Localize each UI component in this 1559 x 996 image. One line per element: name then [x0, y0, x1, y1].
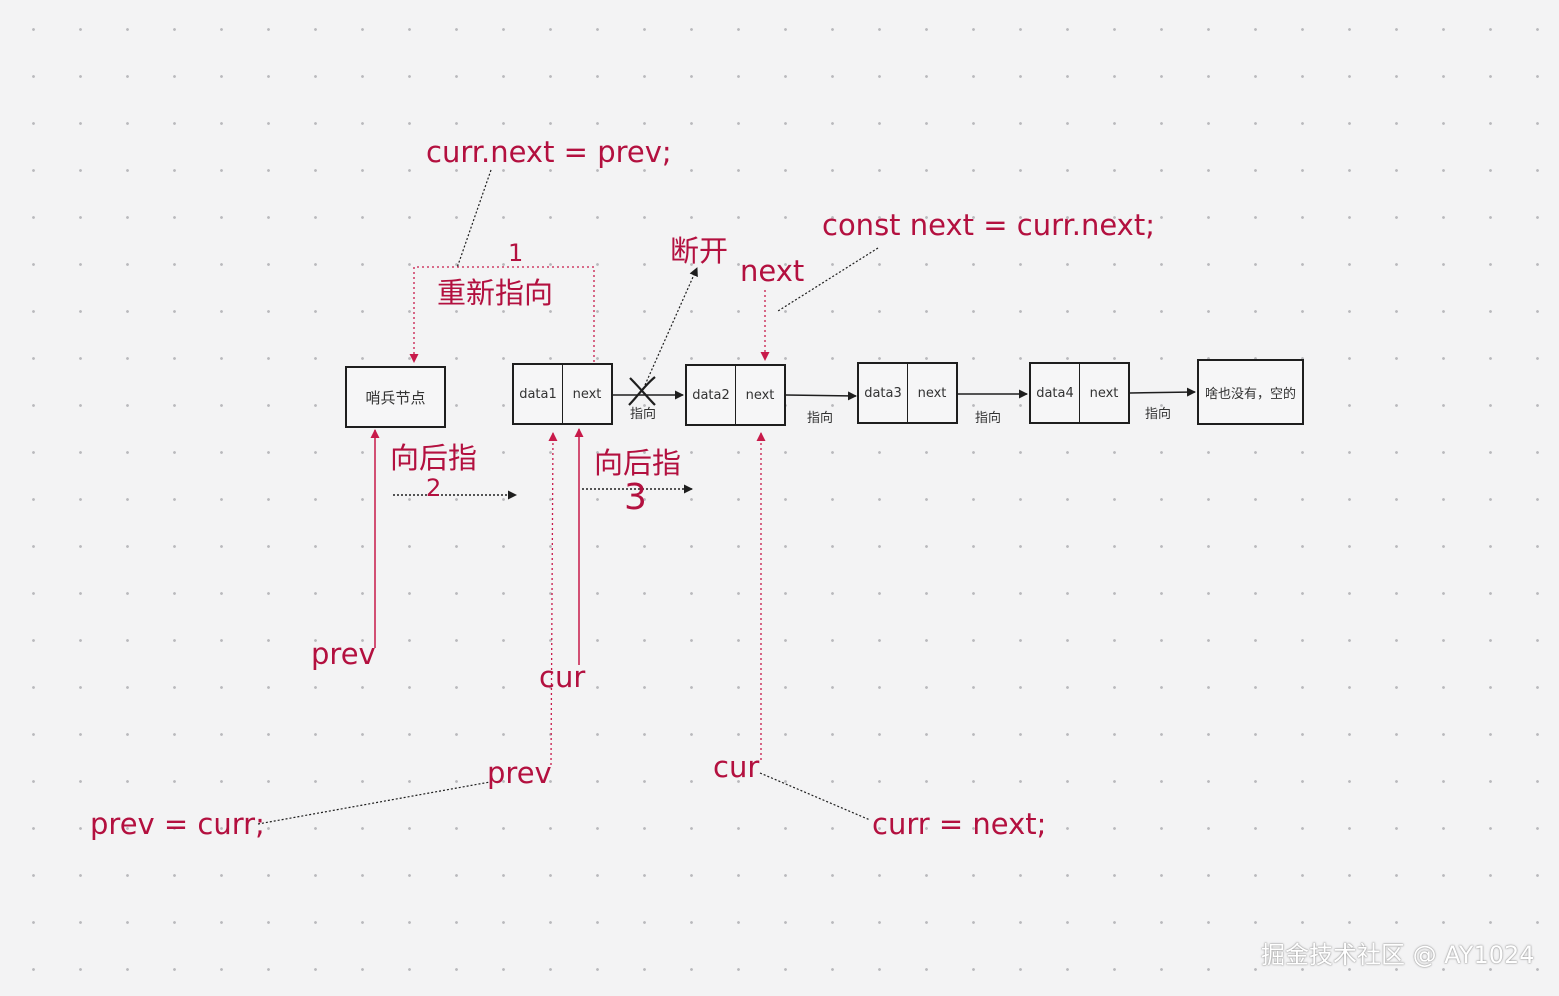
node-data2-data: data2: [692, 387, 730, 403]
watermark: 掘金技术社区 @ AY1024: [1261, 941, 1535, 969]
step2-label: 向后指: [390, 441, 478, 475]
node-data3-next: next: [907, 364, 956, 422]
node-data1-next: next: [562, 365, 611, 423]
code-reassign: curr.next = prev;: [426, 135, 672, 169]
step2-number: 2: [426, 474, 442, 502]
redirect-arrow-step1: [409, 266, 595, 363]
link-label-3: 指向: [975, 411, 1002, 426]
node-data1: data1 next: [512, 363, 613, 425]
link-label-1: 指向: [630, 407, 657, 422]
node-data3-data: data3: [864, 385, 902, 401]
step1-label: 重新指向: [437, 276, 554, 310]
pointer-cur-new: cur: [713, 750, 760, 784]
node-data1-data: data1: [519, 386, 557, 402]
code-move-curr: curr = next;: [872, 807, 1047, 841]
break-arrow: [644, 267, 698, 386]
code-save-next: const next = curr.next;: [822, 208, 1155, 242]
code-move-prev: prev = curr;: [90, 807, 265, 841]
pointer-cur-initial: cur: [539, 660, 586, 694]
empty-node: 啥也没有，空的: [1197, 359, 1304, 425]
node-data2: data2 next: [685, 364, 786, 426]
sentinel-label: 哨兵节点: [365, 388, 426, 407]
node-data2-next: next: [735, 366, 784, 424]
leader-curr-next: [759, 772, 871, 821]
link-label-2: 指向: [807, 411, 834, 426]
node-data3: data3 next: [857, 362, 958, 424]
link-label-4: 指向: [1145, 407, 1172, 422]
pointer-prev-initial: prev: [311, 637, 376, 671]
step3-number: 3: [624, 477, 647, 518]
leader-prev-curr: [257, 781, 491, 825]
link-arrow-4: [1129, 387, 1196, 397]
sentinel-node: 哨兵节点: [345, 366, 446, 428]
link-arrow-2: [785, 391, 857, 401]
node-data4-data: data4: [1036, 385, 1074, 401]
break-cross-mark: [628, 376, 656, 406]
pointer-next-label: next: [740, 254, 805, 288]
leader-curr-next-prev: [456, 169, 492, 269]
break-label: 断开: [670, 234, 729, 268]
pointer-prev-new: prev: [487, 756, 552, 790]
node-data4: data4 next: [1029, 362, 1130, 424]
step1-number: 1: [508, 239, 524, 267]
node-data4-next: next: [1079, 364, 1128, 422]
new-prev-pointer-arrow: [548, 432, 558, 766]
empty-node-label: 啥也没有，空的: [1204, 386, 1296, 402]
step3-label: 向后指: [594, 446, 682, 480]
